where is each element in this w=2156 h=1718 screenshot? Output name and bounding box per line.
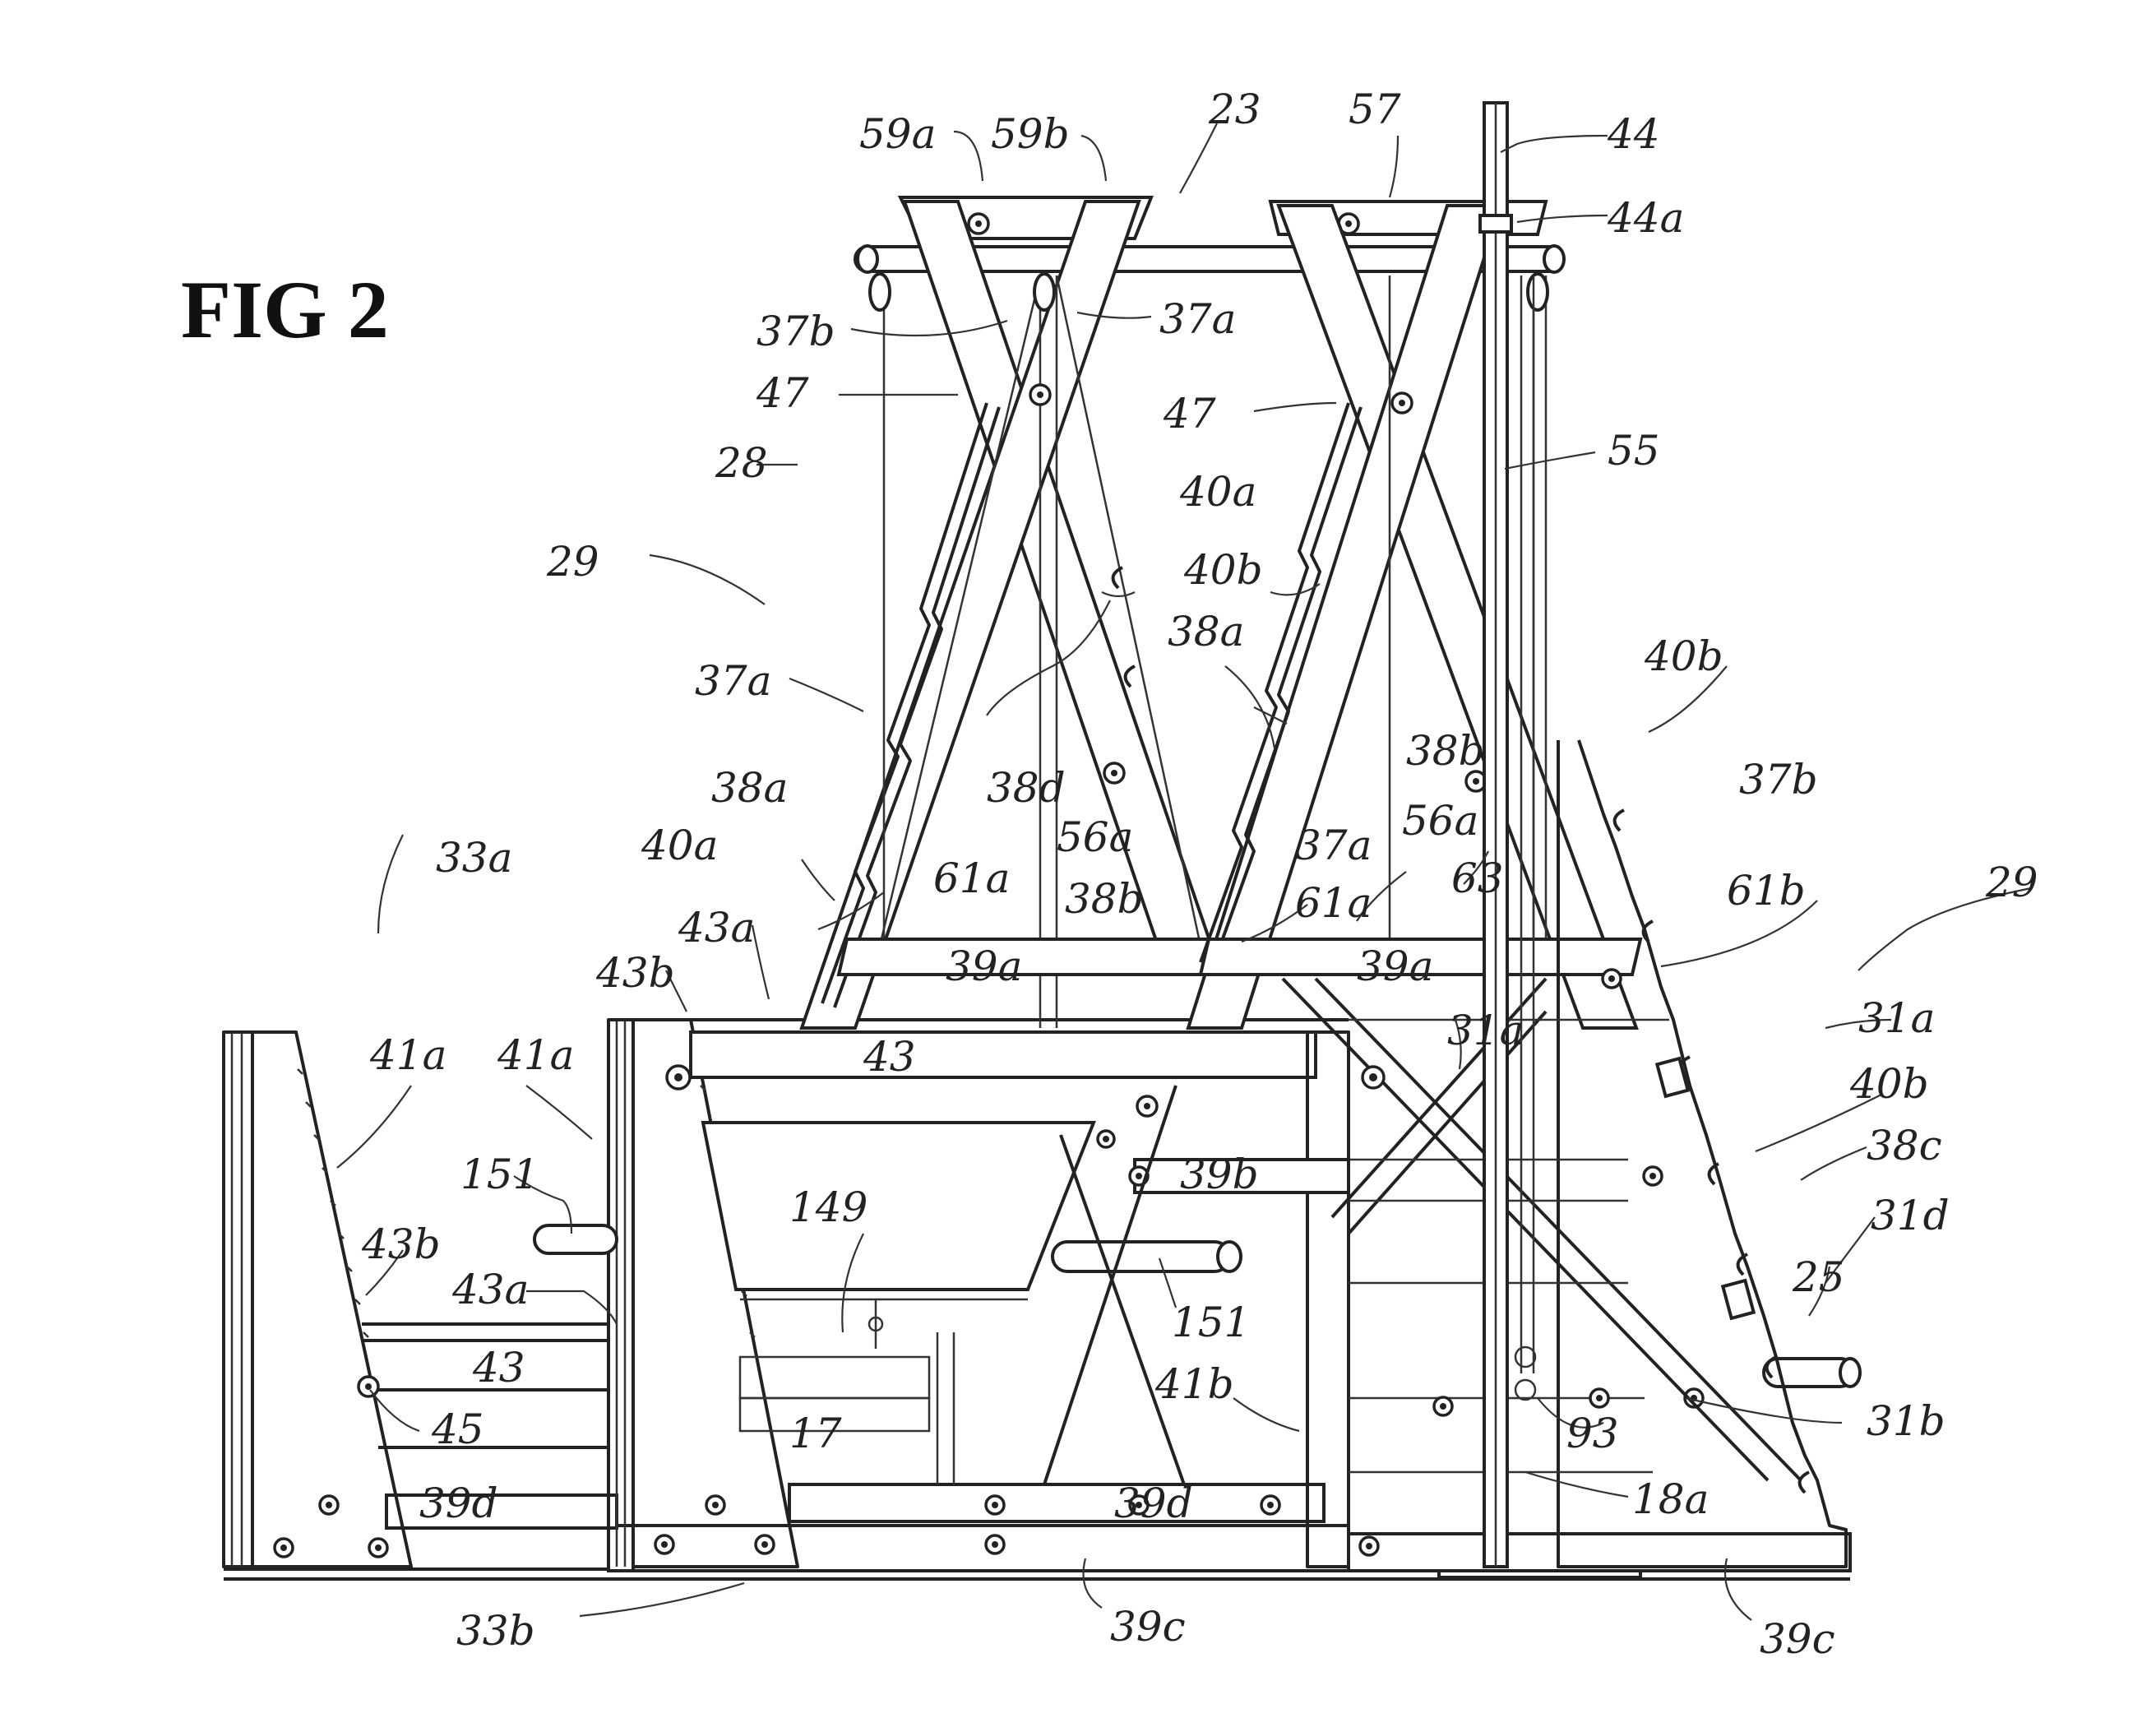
label-39a-right: 39a bbox=[1357, 942, 1433, 990]
left-trunk-side-33a bbox=[222, 1030, 608, 1568]
label-37a-left: 37a bbox=[695, 657, 771, 705]
label-38b-right: 38b bbox=[1406, 727, 1485, 775]
label-56a-right: 56a bbox=[1402, 797, 1478, 845]
label-59a: 59a bbox=[859, 110, 936, 158]
label-37a-center: 37a bbox=[1295, 822, 1372, 869]
label-151-left: 151 bbox=[460, 1151, 539, 1198]
middle-rail-39b bbox=[1043, 1085, 1350, 1485]
label-23: 23 bbox=[1208, 86, 1261, 133]
label-59b: 59b bbox=[991, 110, 1070, 158]
right-rack-29 bbox=[1186, 200, 1643, 1030]
label-39c-right: 39c bbox=[1760, 1615, 1835, 1663]
vertical-pole-44 bbox=[1478, 101, 1537, 1568]
label-151-right: 151 bbox=[1172, 1299, 1250, 1346]
reference-labels: 59a 59b 23 57 44 44a 37b 37a 47 47 28 55… bbox=[361, 86, 2038, 1663]
leader-lines bbox=[336, 123, 2032, 1621]
label-40a-left: 40a bbox=[641, 822, 718, 869]
label-40b-right: 40b bbox=[1644, 632, 1723, 680]
label-45: 45 bbox=[431, 1405, 484, 1453]
label-37b-top: 37b bbox=[756, 308, 835, 355]
label-38a-mid: 38a bbox=[1168, 608, 1244, 655]
label-43b-low: 43b bbox=[361, 1220, 441, 1268]
label-63: 63 bbox=[1451, 854, 1504, 902]
label-31b: 31b bbox=[1867, 1397, 1945, 1445]
label-31a-mid: 31a bbox=[1447, 1007, 1524, 1054]
label-61a-right: 61a bbox=[1295, 879, 1372, 927]
label-41b: 41b bbox=[1154, 1360, 1234, 1408]
label-17: 17 bbox=[789, 1410, 842, 1457]
label-43b-top: 43b bbox=[595, 949, 675, 997]
label-43a-top: 43a bbox=[678, 904, 755, 952]
label-31a-right: 31a bbox=[1858, 994, 1935, 1042]
label-39b: 39b bbox=[1180, 1151, 1259, 1198]
left-rack-29 bbox=[799, 196, 1566, 1030]
label-43a-low: 43a bbox=[451, 1266, 529, 1313]
label-44a: 44a bbox=[1607, 194, 1684, 242]
label-38b-left: 38b bbox=[1065, 875, 1144, 923]
label-33b: 33b bbox=[456, 1607, 535, 1655]
middle-trunk-side-33b bbox=[607, 1018, 1380, 1572]
label-61b: 61b bbox=[1727, 867, 1806, 915]
label-38c: 38c bbox=[1867, 1122, 1942, 1169]
label-29-left: 29 bbox=[546, 538, 599, 586]
label-37b-right: 37b bbox=[1739, 756, 1818, 803]
rods bbox=[533, 1224, 1862, 1388]
label-47-left: 47 bbox=[756, 369, 809, 417]
label-43-top: 43 bbox=[863, 1033, 916, 1081]
label-56a-left: 56a bbox=[1057, 813, 1133, 861]
label-57: 57 bbox=[1349, 86, 1401, 133]
label-41a-mid: 41a bbox=[497, 1031, 574, 1079]
label-55: 55 bbox=[1608, 427, 1660, 475]
label-25: 25 bbox=[1792, 1253, 1845, 1301]
right-outer-side bbox=[1281, 739, 1848, 1568]
tray-149 bbox=[701, 1121, 1116, 1349]
label-40a-mid: 40a bbox=[1179, 468, 1256, 516]
label-149: 149 bbox=[789, 1183, 867, 1231]
label-39d-left: 39d bbox=[419, 1480, 498, 1527]
label-18a: 18a bbox=[1632, 1475, 1709, 1523]
figure-title: FIG 2 bbox=[181, 264, 389, 355]
label-43-low: 43 bbox=[472, 1344, 525, 1392]
label-41a-left: 41a bbox=[369, 1031, 446, 1079]
label-37a-top: 37a bbox=[1159, 295, 1236, 343]
label-40b-mid: 40b bbox=[1183, 546, 1263, 594]
label-31d: 31d bbox=[1871, 1192, 1950, 1239]
label-93: 93 bbox=[1566, 1410, 1619, 1457]
label-39a-left: 39a bbox=[946, 942, 1022, 990]
label-39d-right: 39d bbox=[1114, 1480, 1193, 1527]
label-38d: 38d bbox=[987, 764, 1066, 812]
label-39c-mid: 39c bbox=[1110, 1603, 1186, 1651]
label-28: 28 bbox=[715, 439, 768, 487]
label-61a-left: 61a bbox=[933, 854, 1010, 902]
label-47-right: 47 bbox=[1163, 390, 1216, 438]
label-29-right: 29 bbox=[1985, 859, 2038, 906]
label-38a-left: 38a bbox=[711, 764, 788, 812]
label-40b-low: 40b bbox=[1849, 1060, 1929, 1108]
label-44: 44 bbox=[1607, 110, 1660, 158]
label-33a: 33a bbox=[436, 834, 512, 882]
